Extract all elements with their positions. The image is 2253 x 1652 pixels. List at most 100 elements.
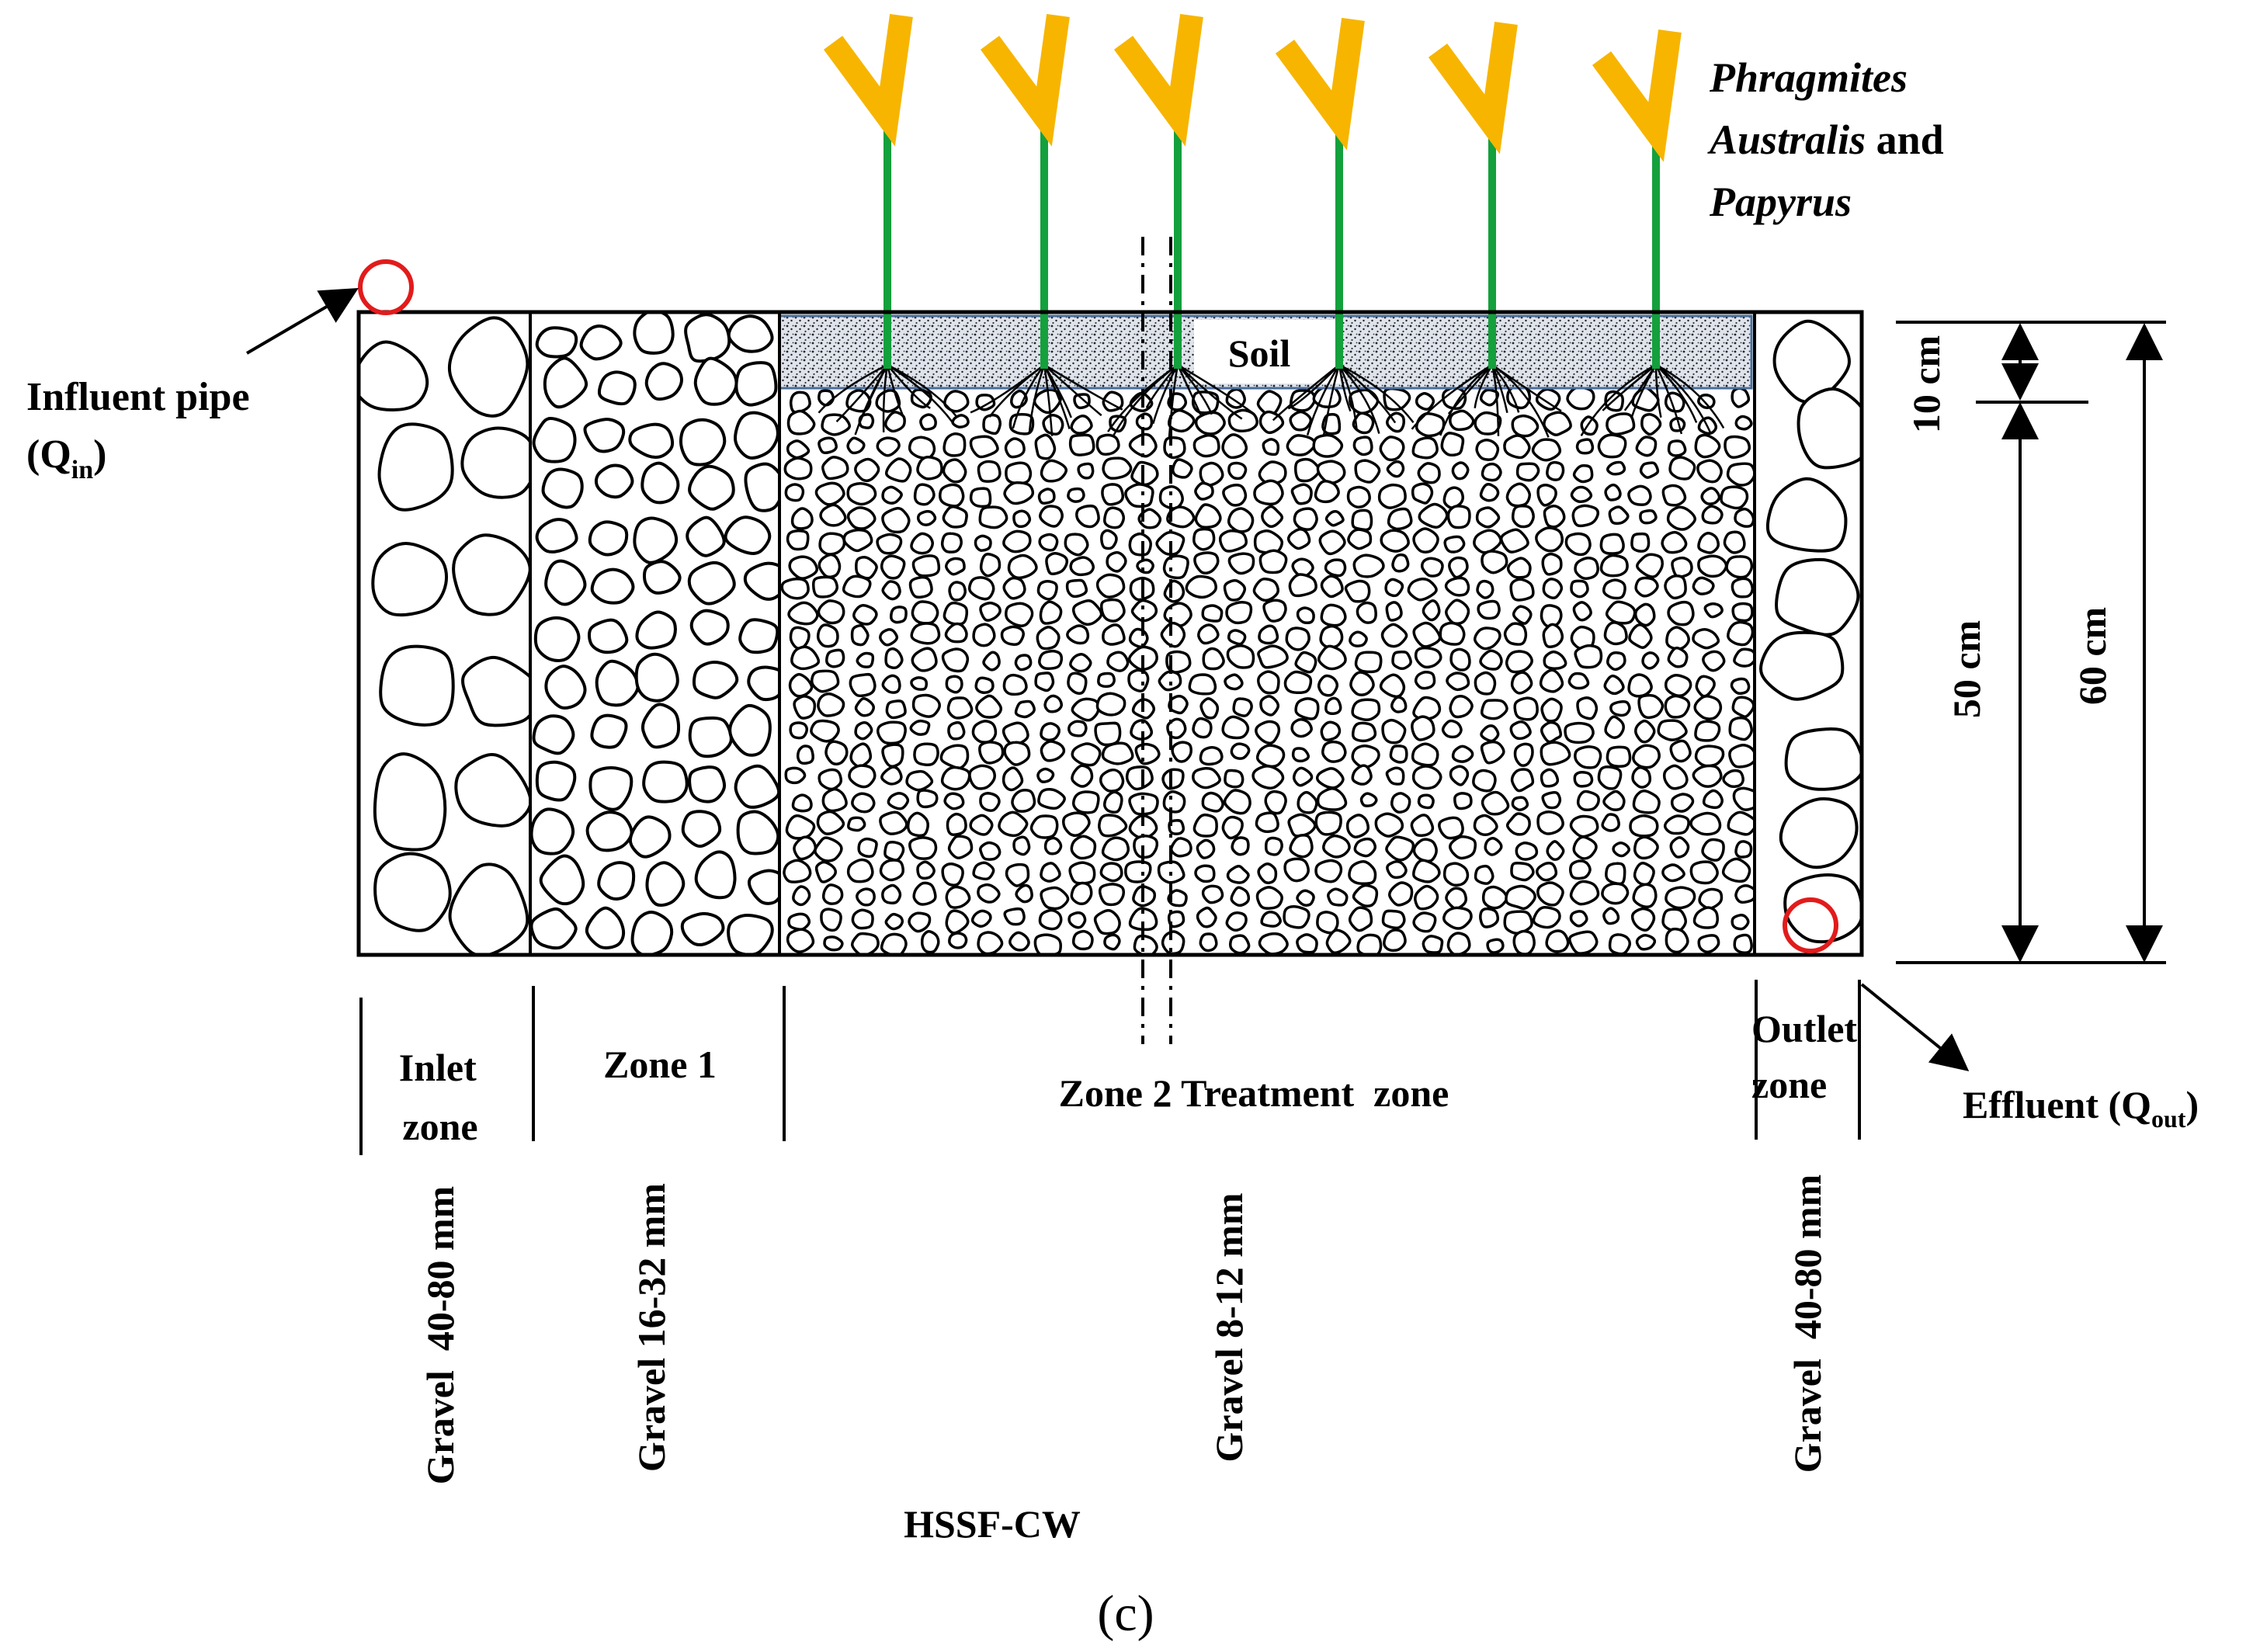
gravel-pebble [687, 560, 736, 606]
gravel-pebble [1071, 764, 1094, 788]
gravel-pebble [1734, 415, 1753, 431]
gravel-pebble [1196, 838, 1216, 859]
gravel-pebble [734, 361, 778, 407]
gravel-pebble [373, 852, 452, 932]
gravel-pebble [640, 461, 680, 505]
gravel-pebble [1720, 485, 1749, 510]
gravel-pebble [1602, 907, 1620, 925]
gravel-pebble [1202, 647, 1225, 671]
gravel-pebble [943, 390, 970, 413]
gravel-pebble [1385, 601, 1403, 622]
plant [818, 13, 958, 436]
gravel-pebble [1197, 623, 1220, 645]
gravel-pebble [1133, 835, 1159, 859]
gravel-pebble [1515, 841, 1539, 861]
gravel-pebble [1171, 741, 1192, 763]
gravel-pebble [1005, 461, 1033, 485]
gravel-pebble [1218, 529, 1248, 553]
gravel-pebble [1130, 719, 1154, 741]
gravel-pebble [1166, 505, 1196, 529]
gravel-pebble [1542, 623, 1564, 648]
gravel-pebble [880, 765, 903, 786]
gravel-pebble [790, 645, 821, 671]
gravel-pebble [1352, 554, 1385, 578]
gravel-pebble [1481, 699, 1508, 720]
gravel-pebble [1636, 553, 1664, 578]
effluent-arrow [1860, 983, 1970, 1072]
gravel-pebble [1037, 488, 1056, 505]
gravel-pebble [816, 810, 845, 835]
gravel-pebble [1448, 556, 1469, 579]
gravel-pebble [783, 859, 812, 883]
gravel-pebble [948, 932, 968, 949]
gravel-pebble [1102, 456, 1133, 480]
gravel-pebble [1162, 790, 1186, 814]
gravel-pebble [630, 911, 674, 955]
gravel-pebble [1689, 860, 1719, 885]
gravel-pebble [942, 458, 967, 484]
gravel-pebble [786, 409, 816, 436]
gravel-pebble [1568, 930, 1599, 955]
gravel-pebble [1380, 623, 1408, 648]
gravel-pebble [1317, 674, 1339, 697]
gravel-pebble [946, 696, 974, 720]
gravel-pebble [908, 436, 936, 460]
gravel-pebble [680, 911, 725, 946]
gravel-pebble [1543, 411, 1572, 436]
gravel-pebble [1442, 906, 1473, 930]
gravel-pebble [1511, 505, 1535, 529]
gravel-pebble [1043, 694, 1064, 713]
gravel-pebble [1540, 697, 1563, 723]
gravel-pebble [642, 760, 689, 803]
gravel-pebble [1314, 859, 1343, 883]
gravel-pebble [969, 435, 999, 459]
gravel-pebble [977, 460, 1002, 483]
gravel-pebble [1702, 789, 1724, 809]
gravel-pebble [1345, 814, 1370, 838]
gravel-pebble [1102, 623, 1126, 646]
gravel-pebble [642, 560, 682, 595]
gravel-pebble [1665, 927, 1689, 954]
gravel-pebble [1407, 578, 1438, 602]
gravel-pebble [854, 720, 873, 741]
gravel-pebble [359, 340, 429, 411]
gravel-pebble [533, 616, 581, 662]
gravel-pebble [911, 554, 941, 578]
gravel-pebble [693, 356, 738, 406]
gravel-pebble [851, 792, 876, 814]
plants [818, 13, 1725, 439]
gravel-pebble [734, 764, 779, 809]
gravel-pebble [530, 907, 578, 950]
gravel-pebble [1569, 880, 1600, 906]
gravel-pebble [818, 436, 838, 455]
gravel-pebble [1481, 885, 1508, 910]
gravel-pebble [852, 604, 878, 626]
influent-label-line1: Influent pipe [26, 375, 250, 419]
gravel-pebble [1317, 644, 1347, 671]
zone-label-zone1: Zone 1 [603, 1043, 717, 1086]
gravel-pebble [1004, 437, 1026, 459]
gravel-pebble [1171, 458, 1193, 479]
gravel-pebble [848, 764, 877, 789]
gravel-pebble [1606, 651, 1626, 672]
gravel-pebble [1290, 483, 1313, 505]
gravel-pebble [1445, 599, 1470, 626]
gravel-pebble [1766, 477, 1848, 553]
gravel-pebble [1167, 889, 1188, 908]
gravel-pebble [1446, 505, 1471, 529]
gravel-pebble [1070, 881, 1093, 906]
gravel-pebble [1036, 580, 1058, 601]
gravel-pebble [1640, 412, 1662, 436]
gravel-pebble [908, 575, 933, 599]
gravel-pebble [880, 554, 906, 580]
gravel-pebble [1103, 933, 1121, 951]
gravel-pebble [1384, 578, 1404, 598]
gravel-pebble [943, 792, 965, 810]
gravel-pebble [1165, 650, 1192, 674]
gravel-pebble [1692, 906, 1719, 929]
gravel-pebble [919, 413, 937, 431]
gravel-pebble [1071, 599, 1103, 626]
gravel-pebble [1442, 486, 1464, 509]
gravel-pebble [1411, 482, 1434, 505]
